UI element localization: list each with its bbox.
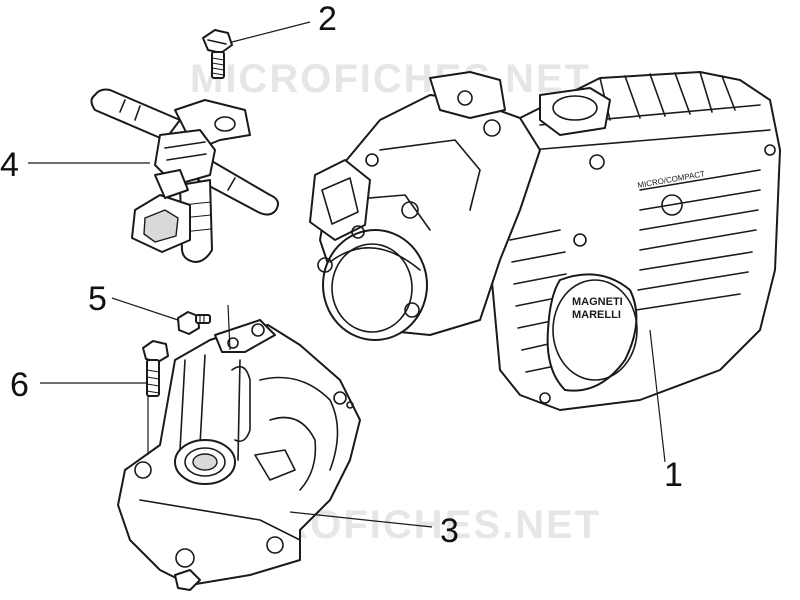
fuel-injector-assembly [90,88,279,263]
screw-small [177,311,211,335]
watermark-top: MICROFICHES.NET [190,57,591,101]
leader-lines [28,21,666,528]
leader-3 [289,511,433,528]
callout-5: 5 [88,280,107,318]
throttle-body: MAGNETI MARELLI MICRO/COMPACT [309,71,781,411]
callout-2: 2 [318,0,337,38]
callout-1: 1 [664,456,683,494]
bolt-long [142,340,169,397]
leader-1 [649,329,666,463]
callout-4: 4 [0,146,19,184]
intake-manifold [117,319,361,591]
brand-logo-line1: MAGNETI [572,296,623,308]
bolt-top [202,29,233,79]
callouts: 2 4 5 6 3 1 [0,0,683,550]
brand-logo-line2: MARELLI [572,309,621,321]
leader-2 [231,21,311,43]
leader-5-drop [227,304,231,351]
leader-5 [111,297,179,321]
callout-3: 3 [440,512,459,550]
callout-6: 6 [10,366,29,404]
